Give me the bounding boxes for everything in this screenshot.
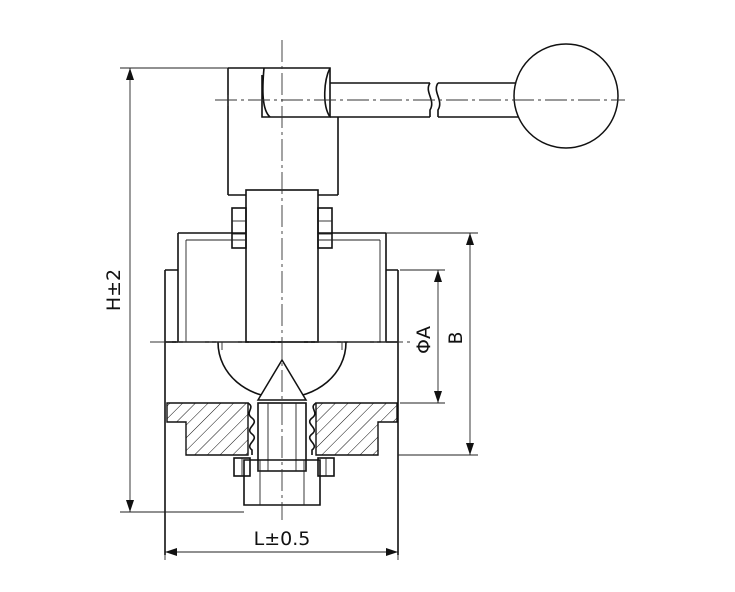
dimension-b (386, 232, 478, 456)
handle-hub (218, 67, 339, 195)
b-label: B (445, 331, 467, 344)
dimension-h (120, 67, 244, 513)
handle-lever (330, 43, 619, 149)
diameter-label: ΦA (413, 326, 435, 354)
bottom-bolts (233, 457, 335, 477)
length-label: L±0.5 (254, 528, 311, 550)
valve-stem (228, 189, 338, 343)
dimension-a (400, 269, 445, 404)
center-lines (150, 40, 625, 520)
dimension-l (164, 548, 399, 560)
ball-knob (513, 43, 619, 149)
height-label: H±2 (103, 269, 125, 311)
top-bolts (231, 207, 333, 249)
bottom-plate-section (166, 402, 398, 456)
